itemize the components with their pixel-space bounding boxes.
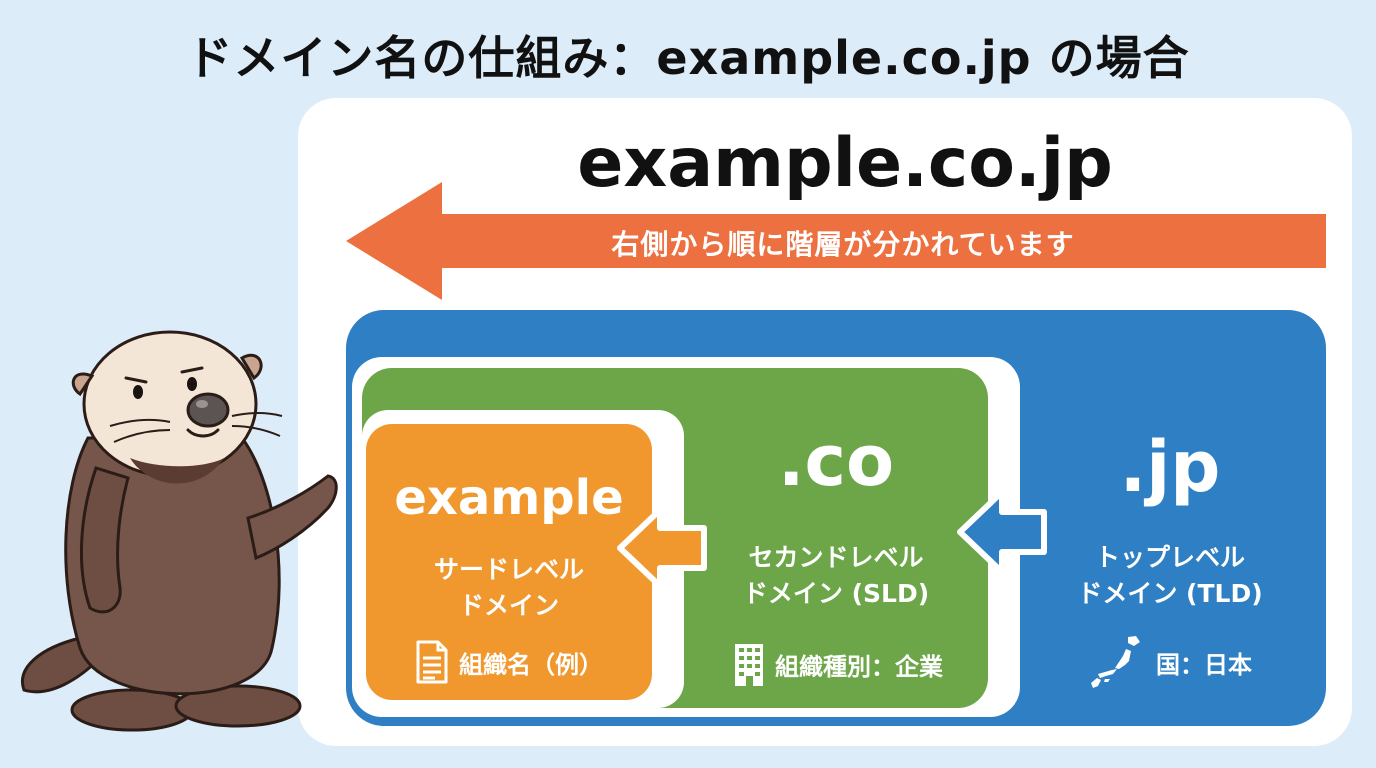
tld-note: 国：日本: [1050, 634, 1290, 690]
direction-arrow: [346, 182, 1326, 300]
building-icon: [735, 644, 763, 686]
sld-note-text: 組織種別：企業: [775, 652, 943, 681]
third-level-name: example: [394, 470, 624, 526]
third-level-note: 組織名（例）: [380, 636, 638, 688]
tld-name: .jp: [1119, 426, 1221, 508]
tld-label-line1: トップレベル: [1094, 543, 1245, 572]
sld-name: .co: [777, 420, 895, 502]
document-icon: [416, 640, 448, 684]
sea-otter-mascot: [21, 330, 338, 732]
direction-note: 右側から順に階層が分かれています: [611, 228, 1075, 261]
arrow-sld-to-third-icon: [617, 507, 707, 589]
arrow-tld-to-sld-icon: [957, 489, 1047, 575]
sld-label-line1: セカンドレベル: [748, 543, 924, 572]
page-title: ドメイン名の仕組み：example.co.jp の場合: [186, 31, 1190, 85]
third-level-label: サードレベル ドメイン: [376, 552, 642, 624]
sld-label: セカンドレベル ドメイン (SLD): [706, 540, 966, 612]
domain-example-label: example.co.jp: [577, 124, 1113, 203]
sld-label-line2: ドメイン (SLD): [742, 579, 930, 608]
third-level-box: [366, 424, 652, 700]
japan-map-icon: [1091, 636, 1140, 688]
third-level-label-line2: ドメイン: [458, 591, 559, 620]
sld-note: 組織種別：企業: [700, 638, 976, 690]
tld-label-line2: ドメイン (TLD): [1077, 579, 1263, 608]
tld-note-text: 国：日本: [1156, 650, 1252, 679]
third-level-label-line1: サードレベル: [433, 555, 584, 584]
third-level-note-text: 組織名（例）: [459, 650, 603, 679]
tld-label: トップレベル ドメイン (TLD): [1040, 540, 1300, 612]
